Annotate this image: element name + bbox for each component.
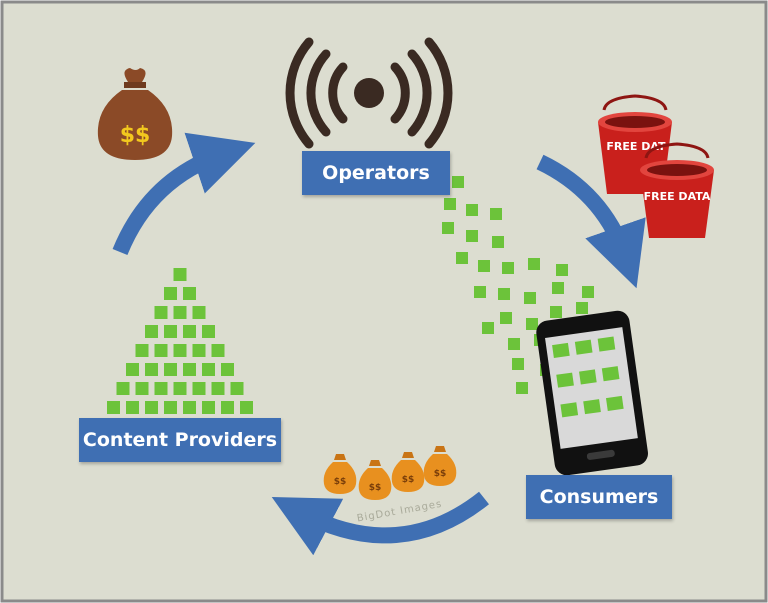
small-money-bag-icon: $$ — [358, 460, 392, 500]
data-square — [211, 382, 225, 395]
data-square — [116, 382, 130, 395]
data-square — [512, 358, 524, 370]
data-stream — [442, 176, 594, 402]
small-money-bag-icon: $$ — [323, 454, 357, 494]
data-square — [145, 325, 158, 338]
data-square — [154, 382, 168, 395]
data-square — [202, 363, 215, 376]
data-square — [442, 222, 454, 234]
small-money-bag-icon: $$ — [391, 452, 425, 492]
signal-icon — [285, 37, 453, 149]
arrow-content-to-operators — [112, 132, 256, 256]
data-square — [498, 288, 510, 300]
data-square — [202, 325, 215, 338]
data-square — [164, 287, 177, 300]
smartphone-icon — [536, 310, 648, 476]
data-square — [192, 344, 206, 357]
data-square — [466, 230, 478, 242]
data-square — [502, 262, 514, 274]
data-square — [164, 401, 177, 414]
data-square — [508, 338, 520, 350]
data-square — [466, 204, 478, 216]
content-providers-label: Content Providers — [79, 418, 281, 462]
data-square — [192, 306, 206, 319]
data-square — [173, 306, 187, 319]
arrow-consumers-to-content — [271, 491, 489, 556]
data-square — [500, 312, 512, 324]
small-money-bag-icon: $$ — [423, 446, 457, 486]
data-square — [482, 322, 494, 334]
data-square — [582, 286, 594, 298]
money-bag-symbol: $$ — [120, 123, 151, 148]
data-square — [240, 401, 253, 414]
data-square — [516, 382, 528, 394]
data-square — [192, 382, 206, 395]
data-square — [202, 401, 215, 414]
data-square — [107, 401, 120, 414]
arrow-operators-to-consumers — [536, 154, 646, 289]
small-money-symbol: $$ — [369, 483, 382, 493]
bucket-label: FREE DATA — [644, 190, 711, 203]
data-square — [524, 292, 536, 304]
data-square — [164, 325, 177, 338]
data-square — [145, 401, 158, 414]
small-money-symbol: $$ — [334, 477, 347, 487]
small-money-symbol: $$ — [402, 475, 415, 485]
data-square — [478, 260, 490, 272]
data-square — [576, 302, 588, 314]
data-square — [452, 176, 464, 188]
data-square — [183, 287, 196, 300]
bucket-icon: FREE DATA — [640, 142, 714, 238]
data-square — [221, 363, 234, 376]
data-square — [164, 363, 177, 376]
data-square — [456, 252, 468, 264]
content-pyramid — [107, 268, 253, 414]
operators-label: Operators — [302, 151, 450, 195]
data-square — [183, 401, 196, 414]
data-square — [492, 236, 504, 248]
data-square — [528, 258, 540, 270]
data-square — [154, 344, 168, 357]
data-square — [183, 325, 196, 338]
data-square — [556, 264, 568, 276]
consumers-label: Consumers — [526, 475, 672, 519]
data-square — [526, 318, 538, 330]
data-square — [211, 344, 225, 357]
data-square — [552, 282, 564, 294]
data-square — [135, 344, 149, 357]
money-bag-icon: $$ — [97, 68, 173, 160]
data-square — [474, 286, 486, 298]
data-square — [126, 401, 139, 414]
data-square — [126, 363, 139, 376]
data-square — [490, 208, 502, 220]
data-square — [145, 363, 158, 376]
small-money-bags: $$ $$ $$ $$ — [323, 446, 457, 500]
small-money-symbol: $$ — [434, 469, 447, 479]
data-square — [173, 382, 187, 395]
data-square — [444, 198, 456, 210]
data-square — [173, 268, 187, 281]
data-square — [154, 306, 168, 319]
data-square — [550, 306, 562, 318]
data-square — [183, 363, 196, 376]
data-square — [135, 382, 149, 395]
data-square — [221, 401, 234, 414]
data-square — [173, 344, 187, 357]
data-square — [230, 382, 244, 395]
